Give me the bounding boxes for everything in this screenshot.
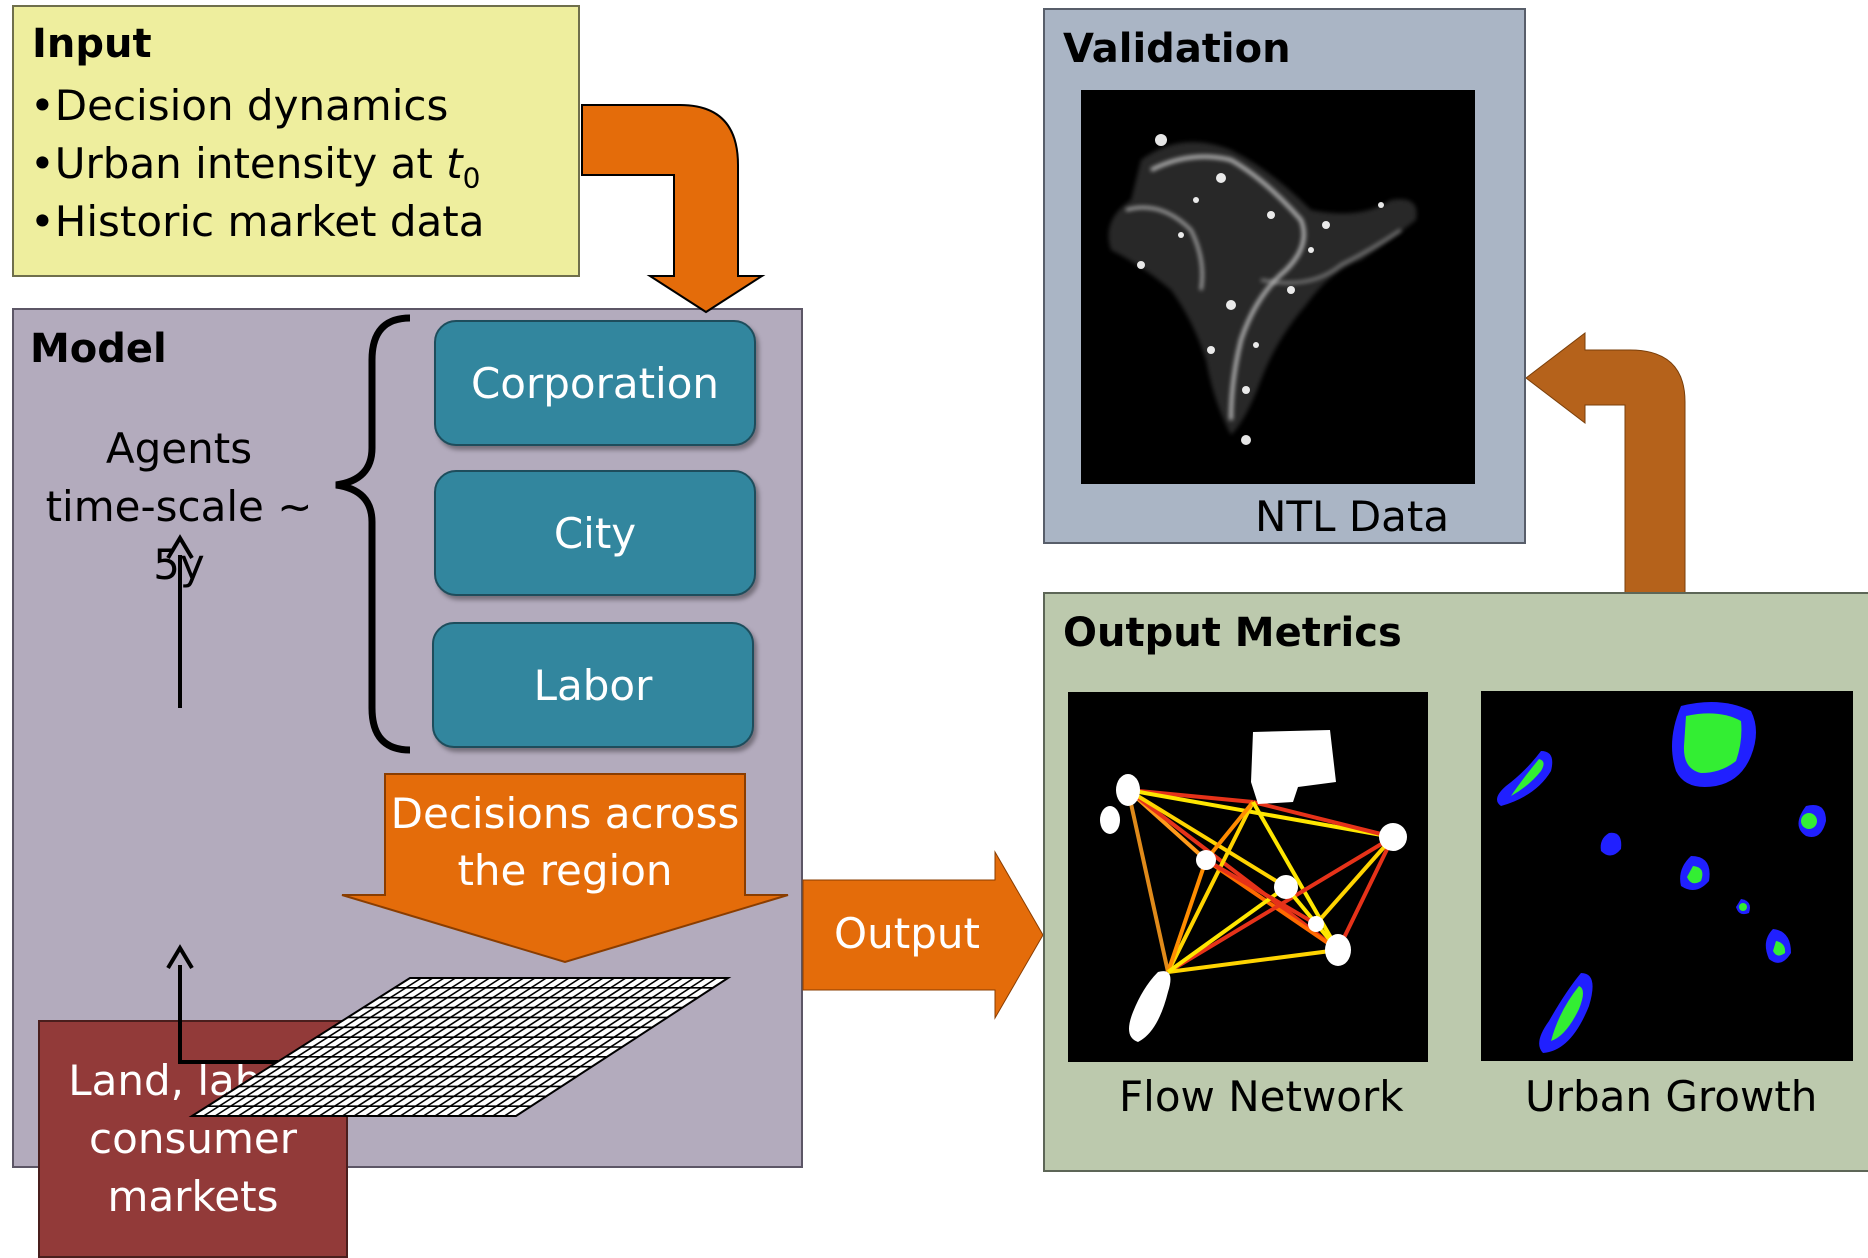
input-item-historic-market: •Historic market data xyxy=(30,197,485,246)
grid-col-line xyxy=(353,977,570,1117)
grid-col-line xyxy=(376,977,593,1117)
grid-col-line xyxy=(226,977,445,1117)
flow-network-graphic xyxy=(1100,730,1407,1042)
grid-col-line xyxy=(434,977,649,1117)
validation-panel: Validation NTL Data xyxy=(1043,8,1526,544)
ntl-caption: NTL Data xyxy=(1255,492,1450,541)
grid-col-line xyxy=(365,977,581,1117)
input-item-decision-dynamics: •Decision dynamics xyxy=(30,81,449,130)
input-title: Input xyxy=(32,21,152,67)
time-subscript: 0 xyxy=(462,161,481,195)
ntl-image xyxy=(1081,90,1475,484)
grid-col-line xyxy=(330,977,547,1117)
decisions-arrow xyxy=(341,773,789,964)
grid-col-line xyxy=(341,977,559,1117)
grid-col-line xyxy=(284,977,502,1117)
decisions-label-line2: the region xyxy=(457,846,672,895)
agents-timescale: time-scale ~ 5y xyxy=(45,482,313,589)
grid-to-markets-arrowhead xyxy=(166,944,194,970)
grid-col-line xyxy=(260,977,479,1117)
metrics-title: Output Metrics xyxy=(1063,610,1402,656)
urban-growth-image xyxy=(1481,691,1853,1061)
agent-corporation-label: Corporation xyxy=(470,358,720,408)
grid-col-line xyxy=(318,977,536,1117)
flow-network-image xyxy=(1068,692,1428,1062)
grid-col-line xyxy=(272,977,490,1117)
grid-to-markets-arrow xyxy=(178,965,278,1064)
decisions-label-line1: Decisions across xyxy=(391,789,740,838)
flow-network-caption: Flow Network xyxy=(1119,1072,1404,1121)
validation-title: Validation xyxy=(1063,26,1291,72)
grid-col-line xyxy=(411,977,627,1117)
grid-col-line xyxy=(480,977,695,1117)
input-item-urban-intensity: •Urban intensity at t0 xyxy=(30,139,481,195)
grid-col-line xyxy=(307,977,525,1117)
input-panel: Input •Decision dynamics •Urban intensit… xyxy=(12,5,580,277)
grid-col-line xyxy=(492,977,706,1117)
grid-col-line xyxy=(388,977,604,1117)
grid-col-line xyxy=(214,977,434,1117)
grid-col-line xyxy=(469,977,684,1117)
agents-label: Agents xyxy=(105,424,253,473)
grid-col-line xyxy=(503,977,718,1117)
grid-col-line xyxy=(399,977,615,1117)
urban-growth-caption: Urban Growth xyxy=(1525,1072,1818,1121)
grid-col-line xyxy=(457,977,672,1117)
grid-col-line xyxy=(446,977,661,1117)
grid-col-line xyxy=(203,977,422,1117)
agent-labor: Labor xyxy=(432,622,754,748)
output-label: Output xyxy=(834,909,980,958)
region-grid xyxy=(188,977,732,1117)
agent-city-label: City xyxy=(553,508,637,558)
agents-brace xyxy=(335,314,411,754)
time-variable: t xyxy=(446,139,463,188)
model-graphics: Decisions across the region Output xyxy=(166,104,1686,1117)
model-title: Model xyxy=(30,326,167,372)
grid-col-line xyxy=(295,977,513,1117)
output-metrics-panel: Output Metrics xyxy=(1043,592,1868,1172)
agent-city: City xyxy=(434,470,756,596)
markets-to-agents-arrowhead xyxy=(166,534,194,560)
grid-col-line xyxy=(237,977,456,1117)
agent-labor-label: Labor xyxy=(533,660,653,710)
grid-col-line xyxy=(422,977,638,1117)
urban-growth-graphic xyxy=(1497,702,1826,1053)
agent-corporation: Corporation xyxy=(434,320,756,446)
input-to-model-arrow xyxy=(581,104,766,314)
grid-col-line xyxy=(249,977,468,1117)
ntl-map-graphic xyxy=(1108,134,1417,445)
output-arrow xyxy=(802,850,1044,1020)
